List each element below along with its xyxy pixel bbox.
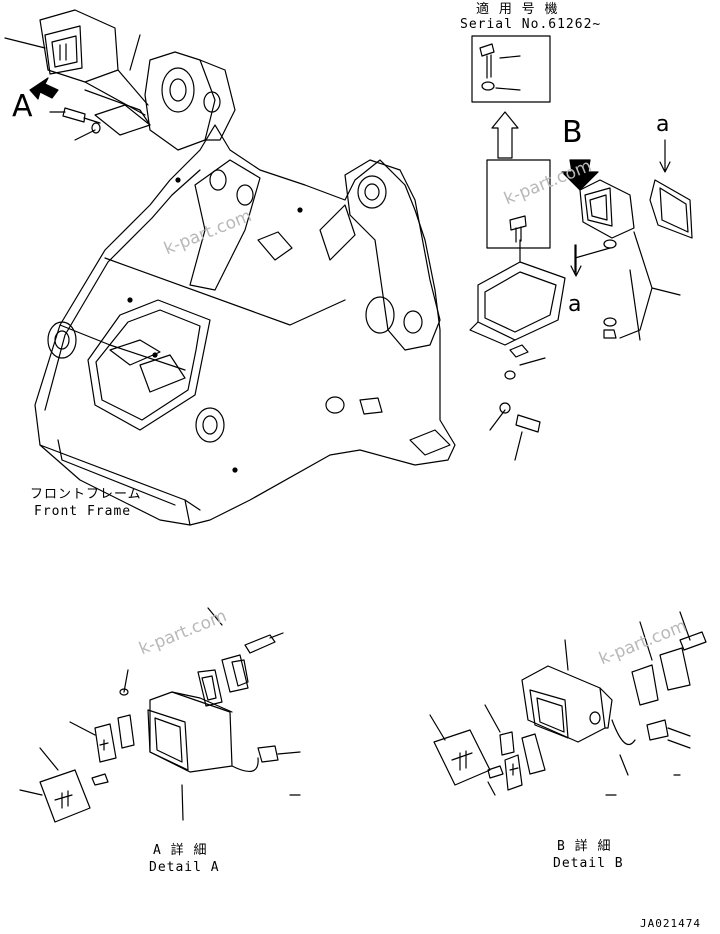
light-bracket-b [469,239,566,433]
serial-bolt-group [486,159,551,249]
view-b-label: B [562,115,583,150]
detail-b-label-jp: B 詳 細 [557,839,612,854]
leader-lines-right [489,269,641,461]
detail-b-drawing [429,611,707,796]
arrow-a-icon [29,77,59,100]
serial-number: Serial No.61262~ [460,17,602,32]
bolt-washer-a [49,107,101,141]
upgrade-arrow-icon [491,111,519,159]
work-light-a-installed [4,9,149,116]
ref-a-mid-label: a [568,292,582,317]
detail-a-label-jp: A 詳 細 [153,843,208,858]
work-light-b-installed [574,179,693,339]
front-frame-drawing [34,51,456,526]
front-frame-label-en: Front Frame [34,504,132,519]
drawing-code: JA021474 [640,917,701,930]
serial-title-jp: 適 用 号 機 [476,2,559,17]
view-a-label: A [12,89,33,124]
front-frame-label-jp: フロントフレーム [30,487,142,502]
detail-a-label-en: Detail A [149,860,220,875]
arrow-ref-a-mid-icon [570,244,582,277]
detail-a-drawing [19,607,301,823]
arrow-b-icon [561,159,599,191]
detail-b-label-en: Detail B [553,856,624,871]
serial-applicability-box [471,35,551,103]
arrow-ref-a-icon [659,139,671,173]
ref-a-right-label: a [656,112,670,137]
